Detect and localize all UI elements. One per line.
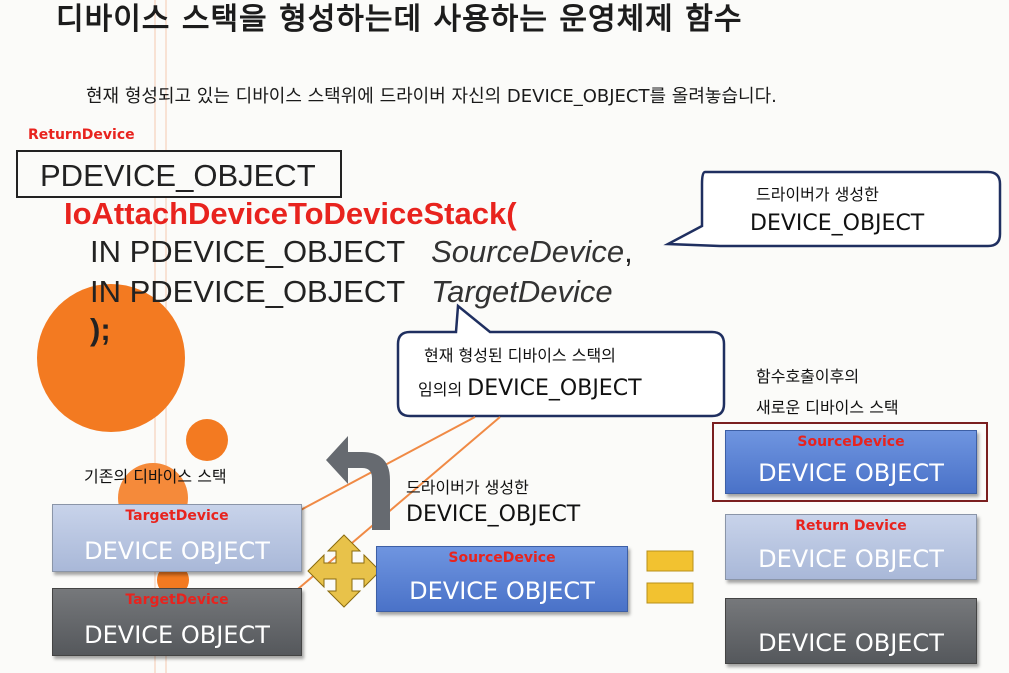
driver-created-label-line1: 드라이버가 생성한	[406, 478, 529, 497]
callout-current-stack-line2b: DEVICE_OBJECT	[467, 376, 642, 401]
existing-stack-label: 기존의 디바이스 스택	[84, 467, 227, 486]
arg2-name: TargetDevice	[431, 274, 613, 309]
arg2-type: IN PDEVICE_OBJECT	[90, 274, 406, 309]
device-name: DEVICE OBJECT	[758, 629, 944, 657]
arg1-name: SourceDevice	[431, 234, 625, 269]
device-name: DEVICE OBJECT	[84, 621, 270, 649]
device-tag: TargetDevice	[125, 592, 229, 608]
return-device-label: ReturnDevice	[28, 127, 135, 143]
callout-driver-created-line2: DEVICE_OBJECT	[750, 211, 925, 236]
argument-target: IN PDEVICE_OBJECT TargetDevice	[90, 274, 613, 310]
device-tag: SourceDevice	[797, 434, 905, 450]
device-tag: TargetDevice	[125, 508, 229, 524]
callout-current-stack-line1: 현재 형성된 디바이스 스택의	[424, 346, 616, 365]
close-paren: );	[90, 312, 111, 347]
return-type: PDEVICE_OBJECT	[40, 158, 316, 193]
return-type-box	[16, 150, 342, 198]
new-stack-highlight-frame	[712, 422, 988, 502]
curved-return-arrow-icon	[326, 436, 390, 530]
callout-current-stack-line2a: 임의의	[418, 380, 463, 399]
arg1-type: IN PDEVICE_OBJECT	[90, 234, 406, 269]
decor-circle-medium	[186, 419, 228, 461]
equals-icon-bottom	[646, 582, 694, 604]
device-name: DEVICE OBJECT	[758, 545, 944, 573]
driver-created-label-line2: DEVICE_OBJECT	[406, 502, 581, 527]
equals-icon-top	[646, 550, 694, 572]
function-signature: IoAttachDeviceToDeviceStack(	[64, 196, 517, 232]
decor-circle-large	[37, 284, 185, 432]
new-stack-label-line1: 함수호출이후의	[756, 367, 860, 386]
new-stack-top-device: SourceDevice DEVICE OBJECT	[725, 430, 977, 494]
argument-source: IN PDEVICE_OBJECT SourceDevice,	[90, 234, 633, 270]
callout-driver-created-bubble	[663, 170, 1002, 248]
device-tag: Return Device	[795, 518, 907, 534]
page-title: 디바이스 스택을 형성하는데 사용하는 운영체제 함수	[56, 2, 743, 37]
new-stack-bottom-device: DEVICE OBJECT	[725, 598, 977, 664]
move-four-way-icon	[307, 534, 381, 608]
function-name: IoAttachDeviceToDeviceStack	[64, 196, 507, 231]
callout-driver-created-line1: 드라이버가 생성한	[756, 185, 879, 204]
device-name: DEVICE OBJECT	[84, 537, 270, 565]
new-stack-middle-device: Return Device DEVICE OBJECT	[725, 514, 977, 580]
device-name: DEVICE OBJECT	[758, 459, 944, 487]
new-stack-label-line2: 새로운 디바이스 스택	[756, 398, 899, 417]
device-name: DEVICE OBJECT	[409, 577, 595, 605]
callout-current-stack-bubble	[396, 303, 726, 418]
open-paren: (	[506, 196, 517, 231]
existing-stack-top-device: TargetDevice DEVICE OBJECT	[52, 504, 302, 572]
device-tag: SourceDevice	[448, 550, 556, 566]
arg1-separator: ,	[624, 234, 633, 269]
source-device: SourceDevice DEVICE OBJECT	[376, 546, 628, 612]
existing-stack-bottom-device: TargetDevice DEVICE OBJECT	[52, 588, 302, 656]
page-subtitle: 현재 형성되고 있는 디바이스 스택위에 드라이버 자신의 DEVICE_OBJ…	[86, 86, 777, 107]
callout-current-stack-line2: 임의의 DEVICE_OBJECT	[418, 376, 642, 401]
